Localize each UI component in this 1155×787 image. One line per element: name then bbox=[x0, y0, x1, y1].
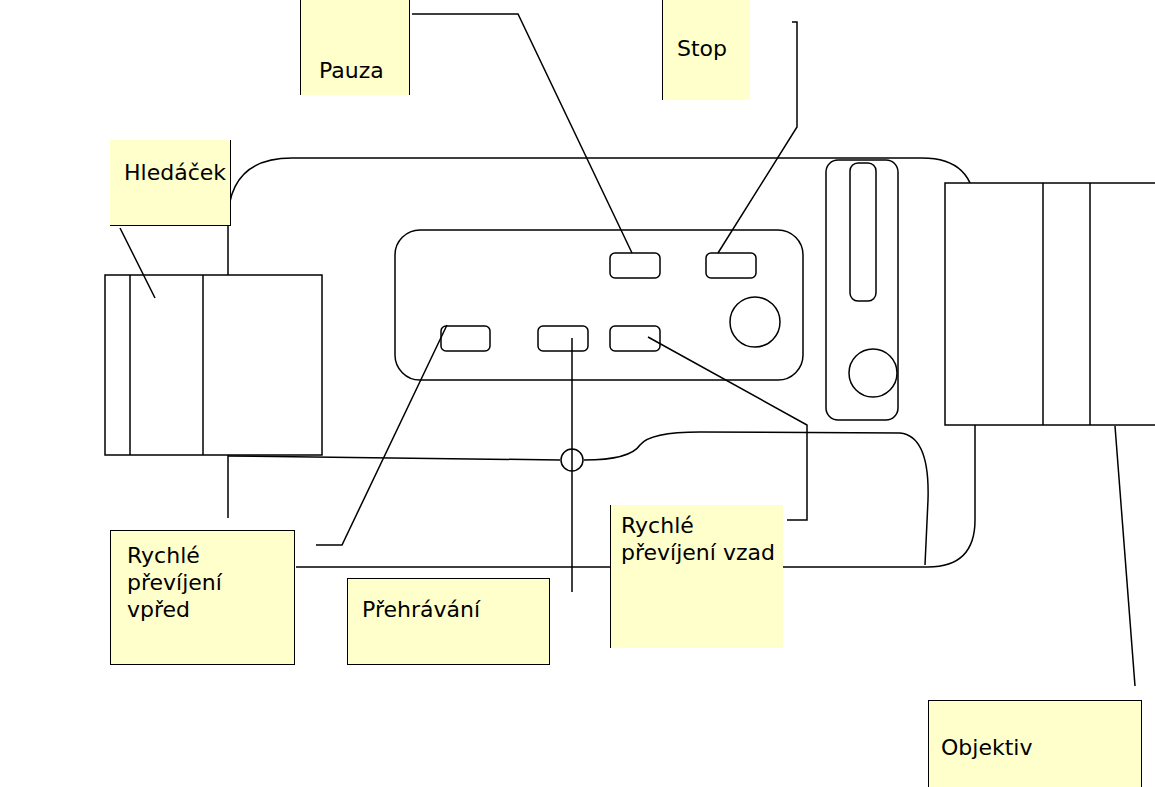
lens-ring bbox=[1089, 183, 1091, 425]
viewfinder bbox=[105, 275, 322, 455]
leader-line bbox=[120, 228, 155, 298]
viewfinder-ring bbox=[202, 275, 204, 455]
lens bbox=[945, 183, 1155, 425]
pause-button bbox=[610, 253, 660, 278]
camera-body bbox=[228, 158, 975, 567]
callout-label: Rychlé převíjení vpřed bbox=[127, 543, 286, 623]
callout-box: Rychlé převíjení vpřed bbox=[110, 530, 295, 665]
forward-button bbox=[441, 326, 490, 351]
callout-box: Objektiv bbox=[928, 700, 1142, 787]
lens-ring bbox=[1042, 183, 1044, 425]
leader-line bbox=[648, 337, 807, 520]
control-panel bbox=[395, 230, 803, 380]
callout-label: Objektiv bbox=[941, 735, 1133, 762]
callout-label: Stop bbox=[677, 36, 744, 63]
play-button bbox=[538, 326, 588, 351]
leader-line bbox=[412, 14, 632, 253]
callout-box: Pauza bbox=[300, 0, 410, 95]
callout-box: Přehrávání bbox=[347, 578, 550, 665]
leader-line bbox=[571, 338, 573, 592]
stop-button bbox=[706, 253, 756, 278]
leader-line bbox=[1115, 426, 1135, 686]
callout-box: Hledáček bbox=[110, 140, 231, 226]
round-button bbox=[730, 297, 780, 347]
callout-box: Stop bbox=[662, 0, 750, 100]
callout-label: Hledáček bbox=[124, 160, 226, 187]
callout-box: Rychlé převíjení vzad bbox=[610, 505, 783, 648]
callout-label: Rychlé převíjení vzad bbox=[621, 513, 775, 567]
callout-label: Přehrávání bbox=[362, 597, 541, 624]
slider-panel bbox=[826, 160, 898, 420]
slider-knob bbox=[849, 349, 897, 397]
leader-line bbox=[316, 325, 447, 545]
viewfinder-ring bbox=[129, 275, 131, 455]
callout-label: Pauza bbox=[319, 58, 401, 85]
rewind-button bbox=[610, 326, 660, 351]
slider-slot bbox=[850, 163, 876, 301]
